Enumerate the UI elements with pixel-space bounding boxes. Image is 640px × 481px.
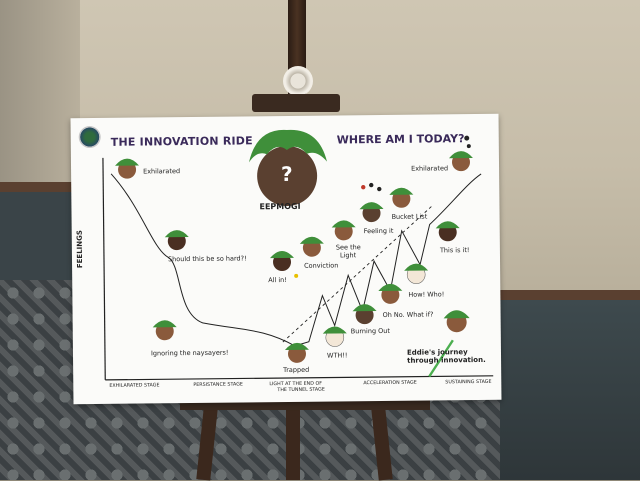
face-trapped — [284, 342, 309, 363]
label-howwho: How! Who! — [408, 290, 445, 299]
face-burning — [352, 304, 377, 325]
eepmogi-head — [248, 129, 327, 206]
label-trapped: Trapped — [283, 365, 310, 375]
face-seelight — [331, 220, 356, 241]
label-thisis: This is it! — [439, 246, 470, 255]
stage-persistance: PERSISTANCE STAGE — [193, 382, 243, 388]
thought-dot — [466, 144, 471, 149]
label-feeling: Feeling it — [363, 226, 394, 236]
face-ohno — [378, 283, 403, 304]
wall-rail-right — [500, 290, 640, 300]
journey-line-2: through innovation. — [407, 355, 486, 365]
label-exhilarated-right: Exhilarated — [411, 164, 449, 173]
thought-dot — [464, 135, 470, 141]
poster-board: THE INNOVATION RIDE WHERE AM I TODAY? ? … — [70, 113, 502, 405]
company-logo — [78, 125, 101, 149]
eddie-arrow — [428, 339, 454, 378]
question-mark: ? — [280, 161, 293, 187]
poster-question: WHERE AM I TODAY? — [336, 132, 465, 147]
face-bucket — [389, 187, 414, 208]
face-allin — [269, 251, 294, 272]
tape-roll — [283, 66, 313, 96]
poster-graphic — [102, 129, 494, 381]
x-axis-line — [105, 375, 494, 381]
face-wth — [322, 326, 347, 347]
label-seelight-1: See the — [335, 243, 361, 252]
face-feeling — [359, 202, 384, 223]
face-should — [164, 230, 189, 251]
label-should: Should this be so hard?! — [167, 254, 247, 264]
eepmogi-label: EEPMOGI — [259, 201, 301, 212]
thought-dot — [361, 184, 366, 190]
wall-panel-right — [500, 300, 640, 480]
label-seelight-2: Light — [339, 251, 357, 260]
journey-curve — [110, 173, 482, 347]
label-conviction: Conviction — [304, 261, 339, 270]
y-axis-line — [102, 157, 106, 380]
label-burning: Burning Out — [350, 326, 390, 336]
wall-panel-left — [0, 192, 80, 282]
label-exhilarated-left: Exhilarated — [143, 167, 181, 176]
stage-light-1: LIGHT AT THE END OF — [269, 381, 323, 388]
easel-leg-center — [286, 408, 300, 480]
journey-caption: Eddie's journey through innovation. — [407, 348, 486, 365]
face-eddie — [443, 310, 470, 333]
stage-exhilarated: EXHILARATED STAGE — [109, 383, 160, 389]
thought-dot — [294, 273, 299, 278]
stage-light-2: THE TUNNEL STAGE — [277, 387, 325, 394]
label-allin: All in! — [268, 275, 287, 285]
easel-clamp — [252, 94, 340, 112]
stage-sustaining: SUSTAINING STAGE — [445, 379, 492, 386]
label-bucket: Bucket List — [391, 212, 428, 221]
label-wth: WTH!! — [326, 351, 348, 360]
label-ignoring: Ignoring the naysayers! — [150, 348, 229, 358]
thought-dot — [369, 182, 374, 188]
thought-dot — [377, 186, 382, 192]
face-exhilarated-right — [448, 151, 473, 172]
label-ohno: Oh No. What if? — [382, 310, 434, 319]
stage-acceleration: ACCELERATION STAGE — [363, 380, 417, 387]
face-howwho — [404, 263, 429, 284]
face-exhilarated-left — [115, 158, 140, 179]
y-axis-label: FEELINGS — [75, 230, 85, 269]
face-conviction — [299, 236, 324, 257]
wall-rail-left — [0, 182, 80, 192]
poster-title: THE INNOVATION RIDE — [110, 134, 253, 149]
face-ignoring — [152, 320, 177, 341]
face-thisis — [435, 221, 460, 242]
